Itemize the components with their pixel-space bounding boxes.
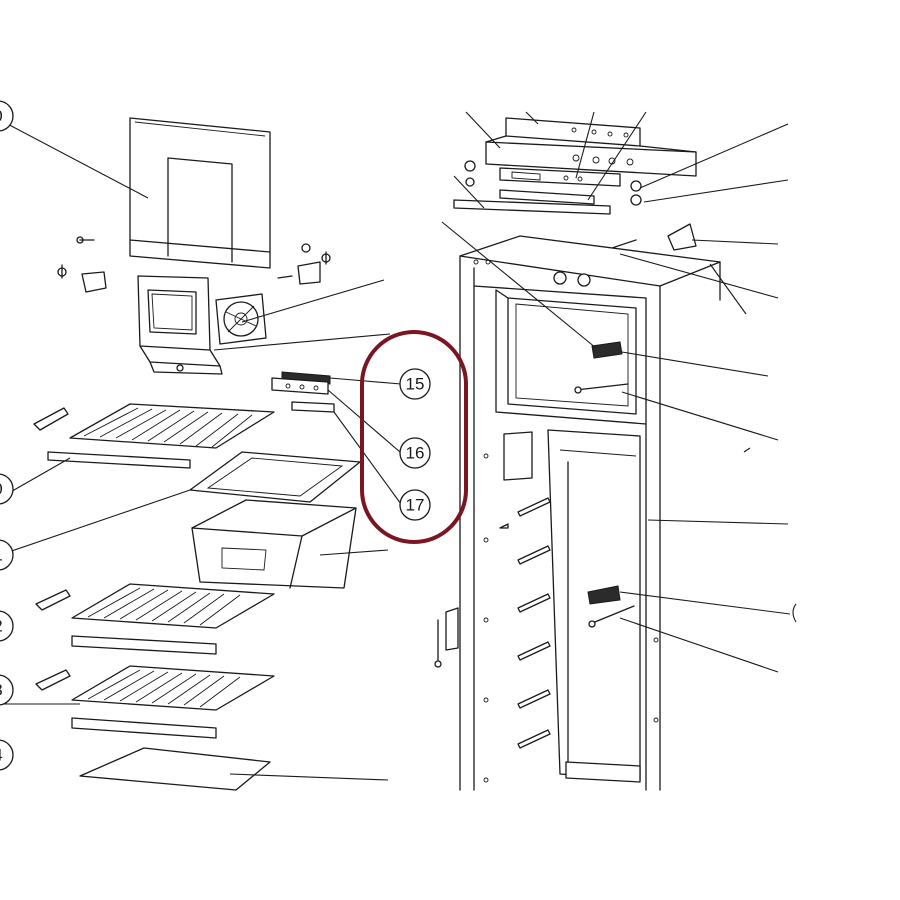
callout-17: 17 <box>399 489 431 521</box>
callout-17-label: 17 <box>406 496 425 515</box>
edge-label-6: 4 <box>0 746 3 765</box>
lower-hinge <box>434 607 459 668</box>
fridge-compartment <box>503 429 641 783</box>
part-16-control-strip <box>271 377 329 395</box>
edge-label-3: 1 <box>0 546 3 565</box>
highlight-outline <box>360 330 468 544</box>
edge-label-1: 0 <box>0 107 3 126</box>
shelf-slots <box>483 453 659 783</box>
shelf-1 <box>33 403 275 469</box>
freezer-compartment <box>495 289 647 425</box>
callout-15-circle <box>399 368 431 400</box>
part-17-strip <box>291 401 335 413</box>
hinge-right <box>277 243 331 285</box>
right-assembly <box>434 117 721 791</box>
drawer-cover <box>189 451 361 503</box>
shelf-2 <box>35 583 275 655</box>
right-top-hinge <box>667 223 697 251</box>
hinge-left <box>57 236 107 293</box>
pcb-board <box>499 167 621 187</box>
callout-16: 16 <box>399 437 431 469</box>
fan <box>215 293 267 345</box>
callout-16-circle <box>399 437 431 469</box>
edge-labels: 0 0 1 2 3 4 <box>0 100 14 771</box>
top-rail <box>453 160 642 215</box>
edge-label-4: 2 <box>0 617 3 636</box>
edge-label-2: 0 <box>0 480 3 499</box>
top-control-panel <box>485 117 697 177</box>
callout-16-label: 16 <box>406 444 425 463</box>
right-leader-lines <box>441 111 797 673</box>
left-assembly <box>33 117 361 791</box>
callout-15: 15 <box>399 368 431 400</box>
edge-label-5: 3 <box>0 681 3 700</box>
callout-15-label: 15 <box>406 375 425 394</box>
callout-17-circle <box>399 489 431 521</box>
left-leader-lines <box>0 119 402 781</box>
cabinet-body <box>459 235 721 791</box>
shelf-3 <box>35 665 275 739</box>
top-cover-panel <box>129 117 271 269</box>
fan-housing <box>137 275 223 375</box>
highlighted-callouts: 15 16 17 <box>360 330 468 544</box>
crisper-drawer <box>191 499 357 589</box>
glass-plate <box>79 747 271 791</box>
